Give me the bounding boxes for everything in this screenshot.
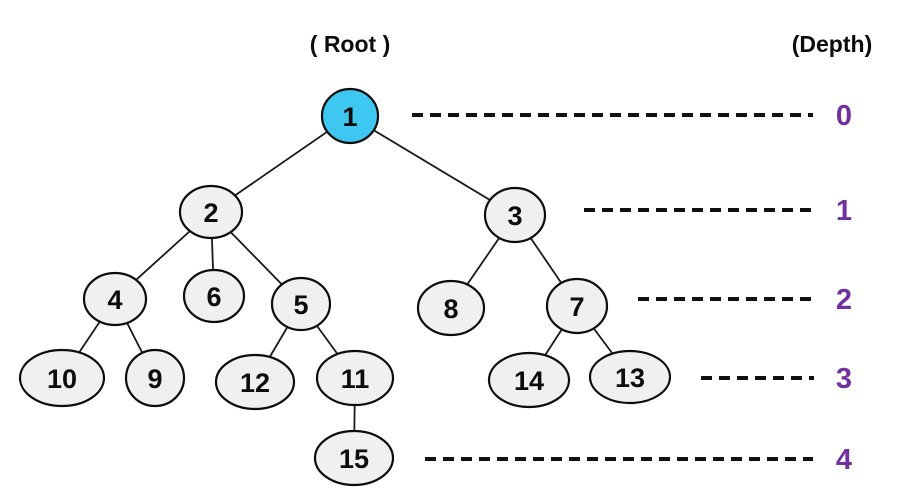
tree-node-7: 7 <box>545 277 609 335</box>
depth-guides-layer: 0 1 2 3 4 <box>412 100 852 476</box>
node-value-label: 9 <box>147 364 162 394</box>
node-value-label: 11 <box>341 364 370 394</box>
tree-edges-layer <box>61 115 631 459</box>
node-value-label: 4 <box>107 285 122 315</box>
node-value-label: 6 <box>206 282 221 312</box>
tree-node-14: 14 <box>487 351 571 409</box>
node-shape <box>18 348 106 408</box>
node-value-label: 14 <box>514 366 544 396</box>
depth-value-4: 4 <box>836 444 852 476</box>
tree-node-8: 8 <box>416 279 486 337</box>
node-value-label: 3 <box>507 201 522 231</box>
node-shape <box>487 351 571 409</box>
depth-value-2: 2 <box>836 284 852 316</box>
node-shape <box>82 271 148 327</box>
node-value-label: 10 <box>47 364 77 394</box>
root-caption: ( Root ) <box>310 31 390 57</box>
node-shape <box>178 184 244 240</box>
node-value-label: 8 <box>443 294 458 324</box>
node-shape <box>214 353 296 411</box>
depth-value-3: 3 <box>836 363 852 395</box>
tree-node-12: 12 <box>214 353 296 411</box>
node-value-label: 13 <box>615 363 645 393</box>
tree-node-15: 15 <box>313 429 395 487</box>
node-value-label: 1 <box>342 102 357 132</box>
tree-edge-1-3 <box>349 115 516 216</box>
tree-node-1: 1 <box>320 87 380 145</box>
node-value-label: 7 <box>569 292 584 322</box>
tree-node-13: 13 <box>588 349 672 405</box>
node-shape <box>124 348 186 408</box>
tree-node-9: 9 <box>124 348 186 408</box>
node-shape <box>270 276 332 332</box>
tree-node-11: 11 <box>315 349 395 407</box>
depth-caption: (Depth) <box>792 31 872 57</box>
node-value-label: 12 <box>240 368 270 398</box>
node-value-label: 5 <box>293 290 308 320</box>
root-node-shape <box>320 87 380 145</box>
node-shape <box>483 186 547 244</box>
tree-node-2: 2 <box>178 184 244 240</box>
node-shape <box>545 277 609 335</box>
depth-value-1: 1 <box>836 195 852 227</box>
node-shape <box>182 268 246 324</box>
node-shape <box>315 349 395 407</box>
tree-node-10: 10 <box>18 348 106 408</box>
node-shape <box>416 279 486 337</box>
node-shape <box>313 429 395 487</box>
tree-node-5: 5 <box>270 276 332 332</box>
tree-node-4: 4 <box>82 271 148 327</box>
node-value-label: 15 <box>339 444 369 474</box>
tree-node-6: 6 <box>182 268 246 324</box>
depth-value-0: 0 <box>836 100 852 132</box>
tree-node-3: 3 <box>483 186 547 244</box>
node-value-label: 2 <box>203 198 218 228</box>
node-shape <box>588 349 672 405</box>
